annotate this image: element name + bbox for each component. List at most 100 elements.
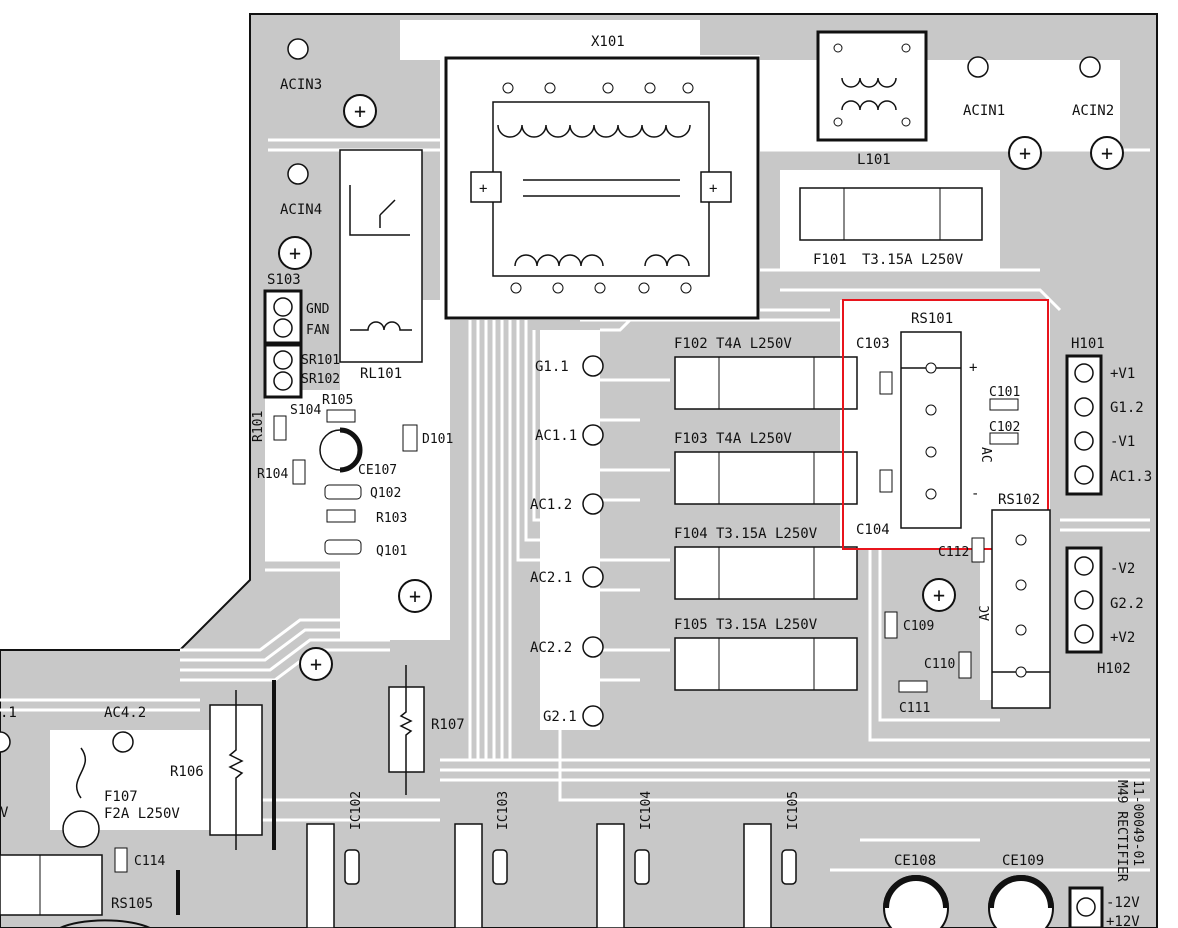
r106-label: R106	[170, 764, 204, 780]
f103-label: F103	[674, 431, 708, 447]
rs102-ac-label: AC	[978, 605, 993, 621]
m12v-label: -12V	[1106, 895, 1140, 911]
c102-label: C102	[989, 420, 1020, 435]
ic104-label: IC104	[639, 791, 654, 830]
c103-label: C103	[856, 336, 890, 352]
rs101-label: RS101	[911, 311, 953, 327]
plus-icon: +	[479, 181, 487, 197]
f102-label: F102	[674, 336, 708, 352]
ic102-label: IC102	[349, 791, 364, 830]
r103-body	[326, 509, 356, 523]
svg-text:+: +	[1019, 141, 1031, 165]
r104-label: R104	[257, 467, 288, 482]
q101-body	[324, 539, 362, 555]
svg-text:+: +	[1101, 141, 1113, 165]
c104-body	[879, 469, 893, 493]
f102-rating: T4A L250V	[716, 336, 792, 352]
capacitor-edge	[59, 919, 151, 928]
fuse-f102	[674, 356, 858, 410]
d101-body	[402, 424, 418, 452]
c111-body	[898, 680, 928, 693]
f101-holder	[799, 187, 983, 241]
h102-mv2: -V2	[1110, 561, 1135, 577]
x101-label: X101	[591, 34, 625, 50]
c112-body	[971, 537, 985, 563]
acin1-pad	[967, 56, 989, 78]
f101-rating: T3.15A L250V	[862, 252, 964, 268]
mounting-hole-crosses: + + + + + + +	[289, 99, 1113, 676]
ic103-label: IC103	[496, 791, 511, 830]
acin4-pad	[287, 163, 309, 185]
sr102-label: SR102	[301, 372, 340, 387]
s104-label: S104	[290, 403, 321, 418]
x101-primary-winding	[497, 124, 691, 138]
r105-label: R105	[322, 393, 353, 408]
c103-body	[879, 371, 893, 395]
x101-outline	[444, 56, 760, 320]
c102-body	[989, 432, 1019, 445]
rs101-plus: +	[969, 360, 977, 376]
c104-label: C104	[856, 522, 890, 538]
board-id: 11-00049-01	[1130, 780, 1145, 866]
h101-mv1: -V1	[1110, 434, 1135, 450]
ic103	[454, 823, 508, 928]
h102-g22: G2.2	[1110, 596, 1144, 612]
g11-label: G1.1	[535, 359, 569, 375]
fan-label: FAN	[306, 323, 329, 338]
c109-label: C109	[903, 619, 934, 634]
x101-pads	[502, 82, 694, 294]
s103-label: S103	[267, 272, 301, 288]
f104-label: F104	[674, 526, 708, 542]
ac42-pad	[112, 731, 134, 753]
rs102-label: RS102	[998, 492, 1040, 508]
svg-text:+: +	[289, 241, 301, 265]
acin4-label: ACIN4	[280, 202, 322, 218]
f107-label: F107	[104, 789, 138, 805]
svg-text:+: +	[933, 583, 945, 607]
c110-body	[958, 651, 972, 679]
r101-label: R101	[251, 411, 266, 442]
x101-mount-right	[700, 171, 732, 203]
acin2-label: ACIN2	[1072, 103, 1114, 119]
edge-label-v: V	[0, 805, 9, 821]
highlight-box	[842, 299, 1049, 550]
ac21-label: AC2.1	[530, 570, 572, 586]
acin1-label: ACIN1	[963, 103, 1005, 119]
resistor-icon	[399, 665, 413, 795]
svg-text:+: +	[409, 584, 421, 608]
ac12-label: AC1.2	[530, 497, 572, 513]
acin2-pad	[1079, 56, 1101, 78]
acin3-pad	[287, 38, 309, 60]
f107-body	[62, 810, 100, 848]
svg-text:+: +	[354, 99, 366, 123]
c114-body	[114, 847, 128, 873]
acin3-label: ACIN3	[280, 77, 322, 93]
mounting-holes	[278, 94, 1124, 681]
ce108-label: CE108	[894, 853, 936, 869]
c101-body	[989, 398, 1019, 411]
l101-label: L101	[857, 152, 891, 168]
f107-rating: F2A L250V	[104, 806, 180, 822]
fuse-f103	[674, 451, 858, 505]
r105-body	[326, 409, 356, 423]
inductor-coil-icon	[841, 77, 897, 111]
q101-label: Q101	[376, 544, 407, 559]
f105-rating: T3.15A L250V	[716, 617, 818, 633]
c111-label: C111	[899, 701, 930, 716]
r104-body	[292, 459, 306, 485]
edge-pad	[0, 731, 11, 753]
ic104	[596, 823, 650, 928]
f103-rating: T4A L250V	[716, 431, 792, 447]
ce107-label: CE107	[358, 463, 397, 478]
board-name: M49 RECTIFIER	[1114, 780, 1129, 882]
sr101-label: SR101	[301, 353, 340, 368]
ce109-label: CE109	[1002, 853, 1044, 869]
rl101-outline	[339, 149, 423, 363]
r101-body	[273, 415, 287, 441]
ac22-label: AC2.2	[530, 640, 572, 656]
rl101-label: RL101	[360, 366, 402, 382]
x101-mount-left	[470, 171, 502, 203]
h101-g12: G1.2	[1110, 400, 1144, 416]
h101-pv1: +V1	[1110, 366, 1135, 382]
